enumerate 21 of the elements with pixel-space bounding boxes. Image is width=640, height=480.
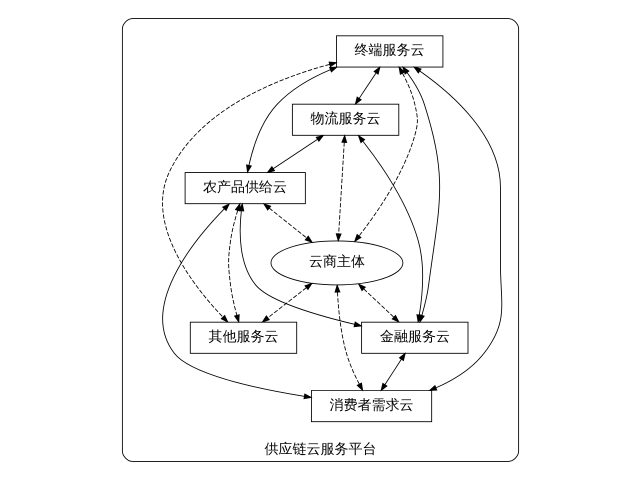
arrow [228,202,240,324]
arrow [357,283,400,323]
node-box: 其他服务云 [189,322,297,354]
arrow [262,202,313,244]
node-box: 物流服务云 [291,104,399,136]
node-box: 消费者需求云 [310,390,432,422]
arrow [246,66,338,174]
arrow [334,284,363,392]
arrow [412,66,502,391]
arrow [353,66,418,242]
arrow [260,282,312,323]
node-box: 终端服务云 [336,35,443,68]
node-box: 金融服务云 [360,322,468,354]
arrow [266,134,324,174]
arrow [354,66,380,106]
node-box: 农产品供给云 [184,172,306,204]
arrow [162,62,338,324]
arrow [357,134,422,324]
arrow [380,352,406,392]
node-ellipse: 云商主体 [270,240,403,286]
arrow [335,134,347,242]
